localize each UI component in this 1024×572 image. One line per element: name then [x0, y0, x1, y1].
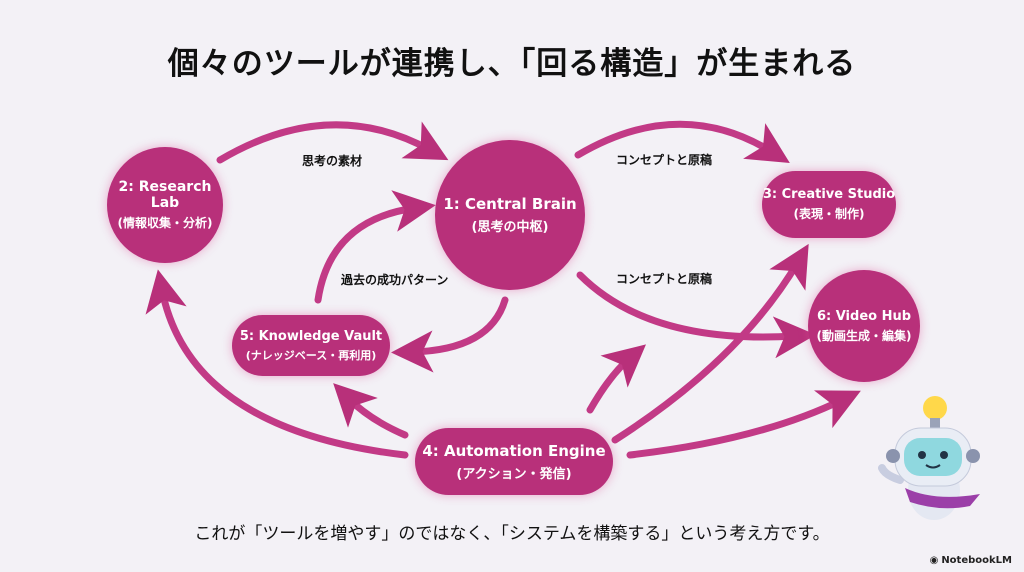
node-creative-studio: 3: Creative Studio (表現・制作) — [762, 171, 896, 238]
node-research-lab: 2: Research Lab (情報収集・分析) — [107, 147, 223, 263]
arrow-brain-to-creative — [574, 120, 790, 164]
edge-label: 過去の成功パターン — [341, 273, 449, 287]
arrow-automation-to-vault — [333, 383, 409, 439]
node-title: 5: Knowledge Vault — [239, 328, 383, 344]
node-title: 1: Central Brain — [443, 195, 577, 213]
notebooklm-logo: ◉ NotebookLM — [930, 555, 1012, 566]
node-subtitle: (ナレッジベース・再利用) — [245, 348, 377, 362]
arrow-automation-to-creative — [611, 243, 809, 444]
node-video-hub: 6: Video Hub (動画生成・編集) — [808, 270, 920, 382]
arrow-automation-up — [586, 344, 646, 414]
arrow-automation-to-video — [626, 390, 861, 459]
node-subtitle: (表現・制作) — [793, 207, 865, 221]
node-subtitle: (情報収集・分析) — [117, 216, 213, 230]
node-subtitle: (動画生成・編集) — [816, 328, 912, 343]
node-title: 3: Creative Studio — [762, 187, 896, 202]
node-title: 6: Video Hub — [816, 308, 912, 324]
node-central-brain: 1: Central Brain (思考の中枢) — [435, 140, 585, 290]
arrow-vault-to-brain — [314, 190, 436, 304]
page-title: 個々のツールが連携し、「回る構造」が生まれる — [167, 46, 857, 82]
node-title: 4: Automation Engine — [422, 441, 606, 460]
arrow-brain-to-video — [576, 271, 816, 359]
node-subtitle: (アクション・発信) — [456, 466, 572, 482]
edge-label: 思考の素材 — [302, 154, 363, 168]
node-title: 2: Research Lab — [118, 179, 212, 211]
footer-caption: これが「ツールを増やす」のではなく、「システムを構築する」という考え方です。 — [194, 524, 830, 544]
notebooklm-icon: ◉ — [929, 555, 939, 566]
robot-mascot-icon — [878, 396, 980, 520]
arrow-automation-to-research — [145, 269, 409, 459]
arrow-research-to-brain — [216, 121, 449, 164]
arrow-brain-to-vault — [391, 296, 509, 373]
node-knowledge-vault: 5: Knowledge Vault (ナレッジベース・再利用) — [232, 315, 390, 376]
edge-label: コンセプトと原稿 — [616, 272, 713, 286]
edge-label: コンセプトと原稿 — [616, 153, 713, 167]
logo-text: NotebookLM — [941, 555, 1012, 566]
node-subtitle: (思考の中枢) — [471, 220, 549, 235]
node-automation-engine: 4: Automation Engine (アクション・発信) — [415, 428, 613, 495]
